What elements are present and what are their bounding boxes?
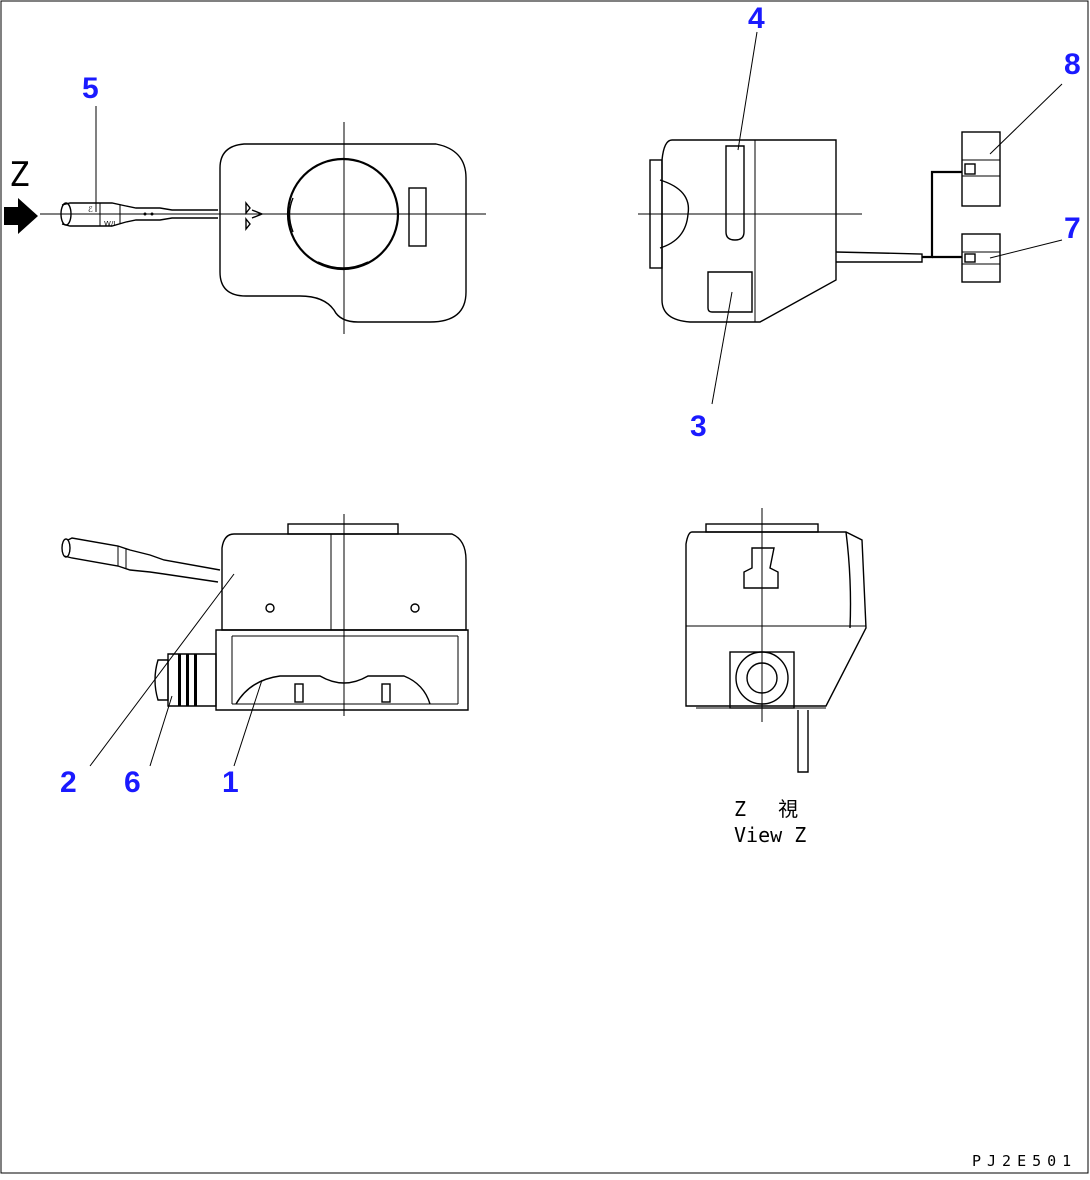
svg-text:ℰ: ℰ (88, 205, 93, 214)
callout-1: 1 (222, 766, 239, 799)
callout-7: 7 (1064, 212, 1081, 245)
leader-lines (89, 31, 1063, 767)
view-z (685, 508, 867, 773)
callout-6: 6 (124, 766, 141, 799)
switch-body-front (219, 143, 467, 323)
cylinder-6 (167, 653, 217, 707)
housing-lower (215, 629, 469, 711)
callout-2: 2 (60, 766, 77, 799)
view-caption-en: View Z (734, 823, 806, 847)
drawing-code: PJ2E501 (972, 1152, 1077, 1170)
cable-down (797, 710, 809, 773)
callout-3: 3 (690, 410, 707, 443)
lever-top-view (67, 537, 221, 571)
connector-7 (961, 233, 1001, 283)
side-slot (725, 145, 745, 241)
lever-shaft-upper (61, 202, 218, 211)
side-window (707, 271, 753, 313)
callout-4: 4 (748, 2, 765, 35)
switch-body-side (661, 139, 837, 323)
view-direction-arrow-icon (4, 198, 38, 234)
lever-shaft-lower (61, 217, 218, 227)
side-cable (835, 251, 923, 263)
view-z-marker: Z (9, 155, 29, 195)
housing-end-view (685, 531, 867, 707)
side-view (638, 131, 1001, 323)
lever-stub (743, 547, 779, 589)
front-view: Z ℰ W/I (4, 122, 486, 334)
lever-tip (60, 202, 72, 226)
connector-8 (961, 131, 1001, 207)
front-slot (408, 187, 427, 247)
rotary-knob (286, 157, 400, 271)
svg-text:W/I: W/I (104, 220, 115, 228)
callout-8: 8 (1064, 48, 1081, 81)
callout-5: 5 (82, 72, 99, 105)
top-view (61, 514, 469, 716)
round-boss (735, 651, 789, 705)
view-caption-jp: Z 視 (734, 797, 798, 821)
